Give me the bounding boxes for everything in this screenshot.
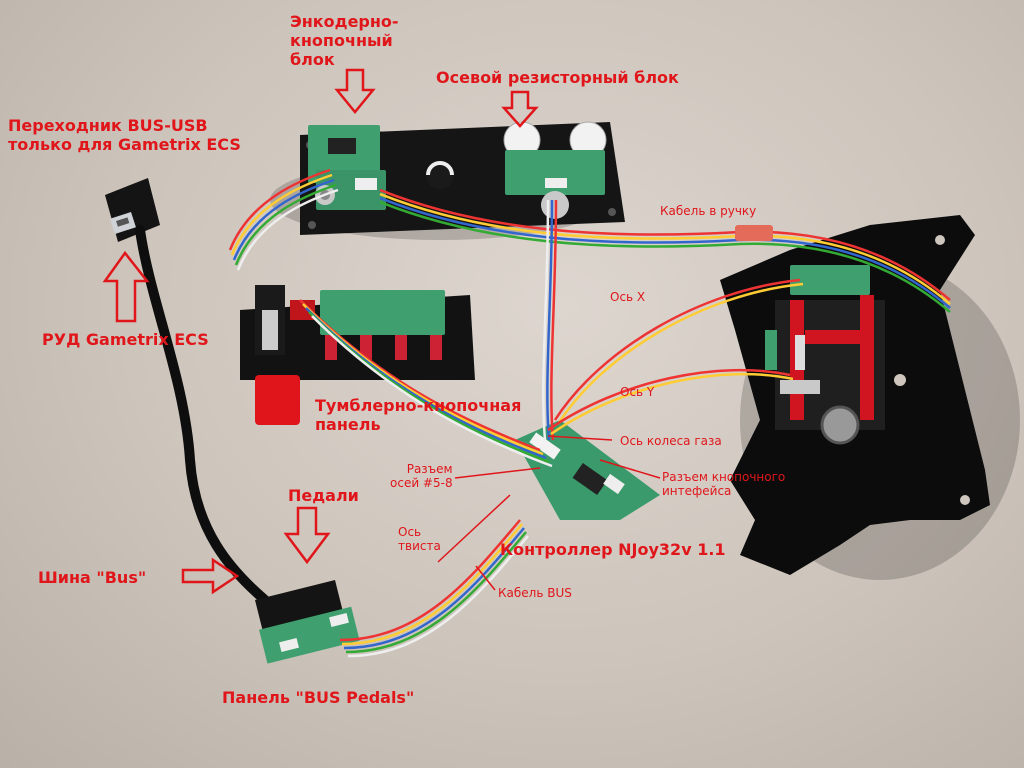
annotation-arrows [102, 68, 539, 595]
arrow-up-adapter [102, 250, 150, 323]
arrow-right-bus [181, 557, 240, 595]
bus-usb-adapter [105, 178, 160, 242]
label-bus-line: Шина "Bus" [38, 568, 147, 587]
bus-pedals-panel [255, 580, 360, 664]
leader-lines [437, 435, 661, 591]
label-bus-pedals-panel: Панель "BUS Pedals" [222, 688, 415, 707]
label-controller: Контроллер NJoy32v 1.1 [500, 540, 726, 559]
njoy32-controller-board [515, 420, 660, 520]
arrow-down-pedals [283, 506, 331, 565]
toggle-button-panel [240, 285, 475, 425]
label-cable-to-handle: Кабель в ручку [660, 204, 757, 218]
joystick-gimbal [765, 265, 885, 445]
label-throttle-wheel-axis: Ось колеса газа [620, 434, 722, 448]
bus-flat-cable [135, 225, 270, 605]
label-axis-resistor-block: Осевой резисторный блок [436, 68, 679, 87]
arrow-down-resistor [501, 90, 539, 128]
label-axis-x: Ось X [610, 290, 646, 304]
label-twist-axis: Ось твиста [398, 525, 441, 554]
label-encoder-block: Энкодерно- кнопочный блок [290, 12, 399, 70]
label-toggle-panel: Тумблерно-кнопочная панель [315, 396, 522, 435]
ribbon-cables [228, 168, 951, 658]
label-axis-y: Ось Y [620, 385, 655, 399]
label-rud: РУД Gametrix ECS [42, 330, 209, 349]
label-button-interface-connector: Разъем кнопочного интефейса [662, 470, 786, 499]
label-pedals: Педали [288, 486, 359, 505]
arrow-down-encoder [334, 68, 376, 114]
label-bus-cable: Кабель BUS [498, 586, 572, 600]
label-axes-connector: Разъем осей #5-8 [390, 462, 453, 491]
cable-connector [735, 225, 773, 241]
throttle-knob [426, 161, 454, 189]
label-adapter: Переходник BUS-USB только для Gametrix E… [8, 116, 241, 155]
encoder-button-block [308, 125, 386, 210]
